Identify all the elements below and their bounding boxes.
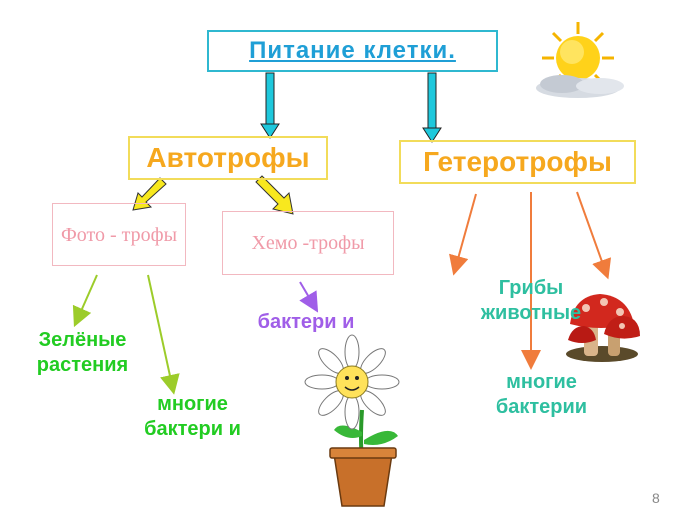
bacteria-label: бактери и (257, 311, 355, 333)
chemotrophs-box: Хемо -трофы (222, 211, 394, 275)
many-bacteria-label-1: многие бактери и (144, 393, 241, 440)
page-number: 8 (652, 490, 660, 506)
flower-pot-icon (304, 334, 400, 507)
autotrophs-label: Автотрофы (146, 142, 310, 173)
mushroom-icon (566, 294, 640, 362)
diagram-title: Питание клетки. (249, 37, 456, 64)
arrow-hetero-left (449, 193, 477, 276)
arrow-chemo-to-bacteria (299, 281, 319, 313)
arrow-hetero-right (576, 191, 612, 280)
arrow-photo-to-green-plants (72, 274, 98, 328)
fungi-animals-label: Грибы животные (480, 277, 582, 324)
heterotrophs-label: Гетеротрофы (423, 146, 612, 177)
chemotrophs-label: Хемо -трофы (251, 232, 365, 254)
arrow-title-to-heterotrophs (422, 72, 442, 143)
phototrophs-label: Фото - трофы (60, 223, 178, 246)
phototrophs-box: Фото - трофы (52, 203, 186, 266)
many-bacteria-label-2: многие бактерии (495, 371, 588, 418)
arrow-auto-to-chemo (255, 175, 294, 215)
green-plants-label: Зелёные растения (36, 329, 129, 376)
arrow-title-to-autotrophs (260, 72, 280, 139)
arrow-auto-to-photo (132, 177, 167, 211)
heterotrophs-box: Гетеротрофы (399, 140, 636, 184)
sun-cloud-icon (536, 22, 624, 98)
title-box: Питание клетки. (207, 30, 498, 72)
arrow-photo-to-many-bacteria (147, 274, 180, 395)
autotrophs-box: Автотрофы (128, 136, 328, 180)
